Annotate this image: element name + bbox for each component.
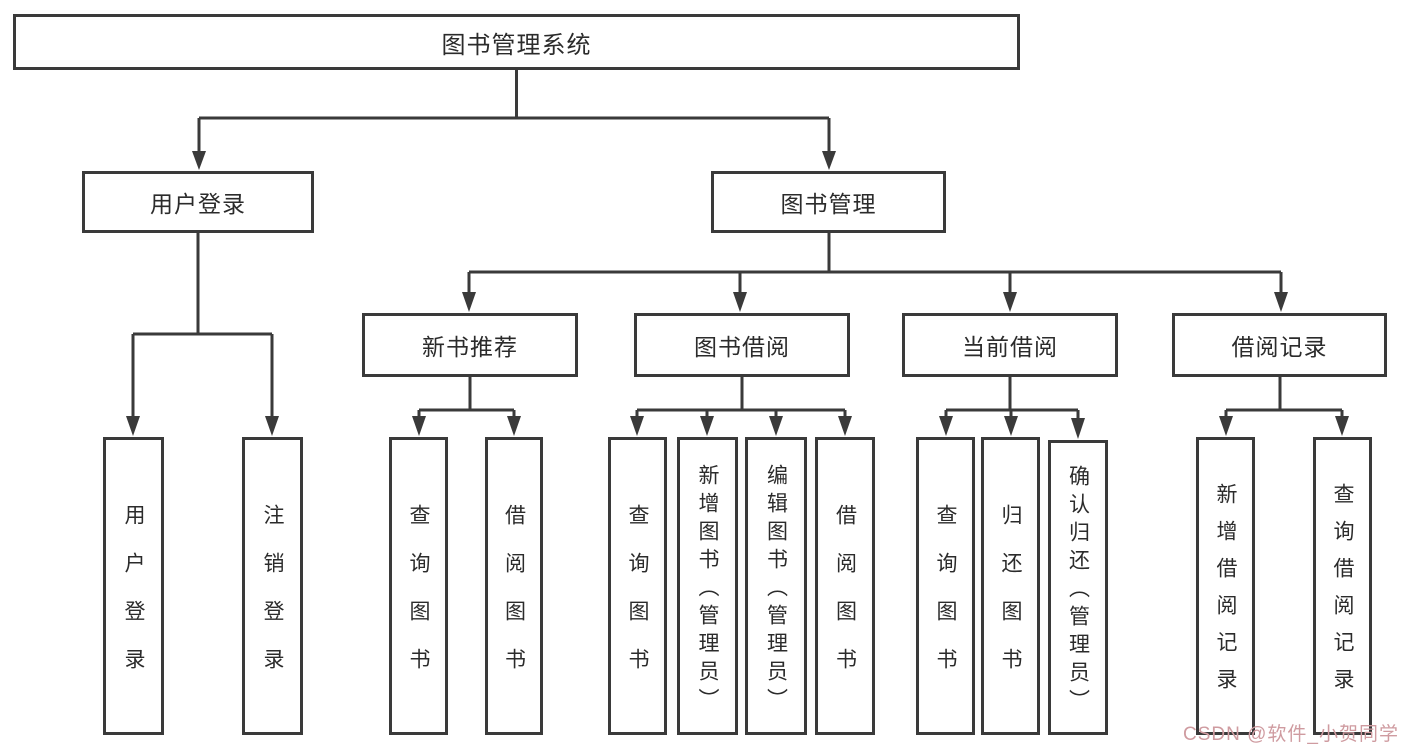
leaf-return-books: 归还图书 — [981, 437, 1040, 735]
node-borrowing-records: 借阅记录 — [1172, 313, 1387, 377]
leaf-logout: 注销登录 — [242, 437, 303, 735]
node-user-login: 用户登录 — [82, 171, 314, 233]
leaf-user-login: 用户登录 — [103, 437, 164, 735]
leaf-borrow-books-borrowing: 借阅图书 — [815, 437, 875, 735]
node-book-borrowing: 图书借阅 — [634, 313, 850, 377]
node-book-management: 图书管理 — [711, 171, 946, 233]
leaf-add-borrow-record: 新增借阅记录 — [1196, 437, 1255, 735]
leaf-query-borrow-record: 查询借阅记录 — [1313, 437, 1372, 735]
leaf-add-book-admin: 新增图书（管理员） — [677, 437, 738, 735]
node-library-management-system: 图书管理系统 — [13, 14, 1020, 70]
leaf-query-books-borrowing: 查询图书 — [608, 437, 667, 735]
leaf-edit-book-admin: 编辑图书（管理员） — [745, 437, 807, 735]
node-new-book-recommend: 新书推荐 — [362, 313, 578, 377]
csdn-watermark: CSDN @软件_小贺同学 — [1183, 724, 1399, 745]
node-current-borrowing: 当前借阅 — [902, 313, 1118, 377]
leaf-query-books-current: 查询图书 — [916, 437, 975, 735]
leaf-query-books-recommend: 查询图书 — [389, 437, 448, 735]
leaf-confirm-return-admin: 确认归还（管理员） — [1048, 440, 1108, 735]
leaf-borrow-books-recommend: 借阅图书 — [485, 437, 543, 735]
